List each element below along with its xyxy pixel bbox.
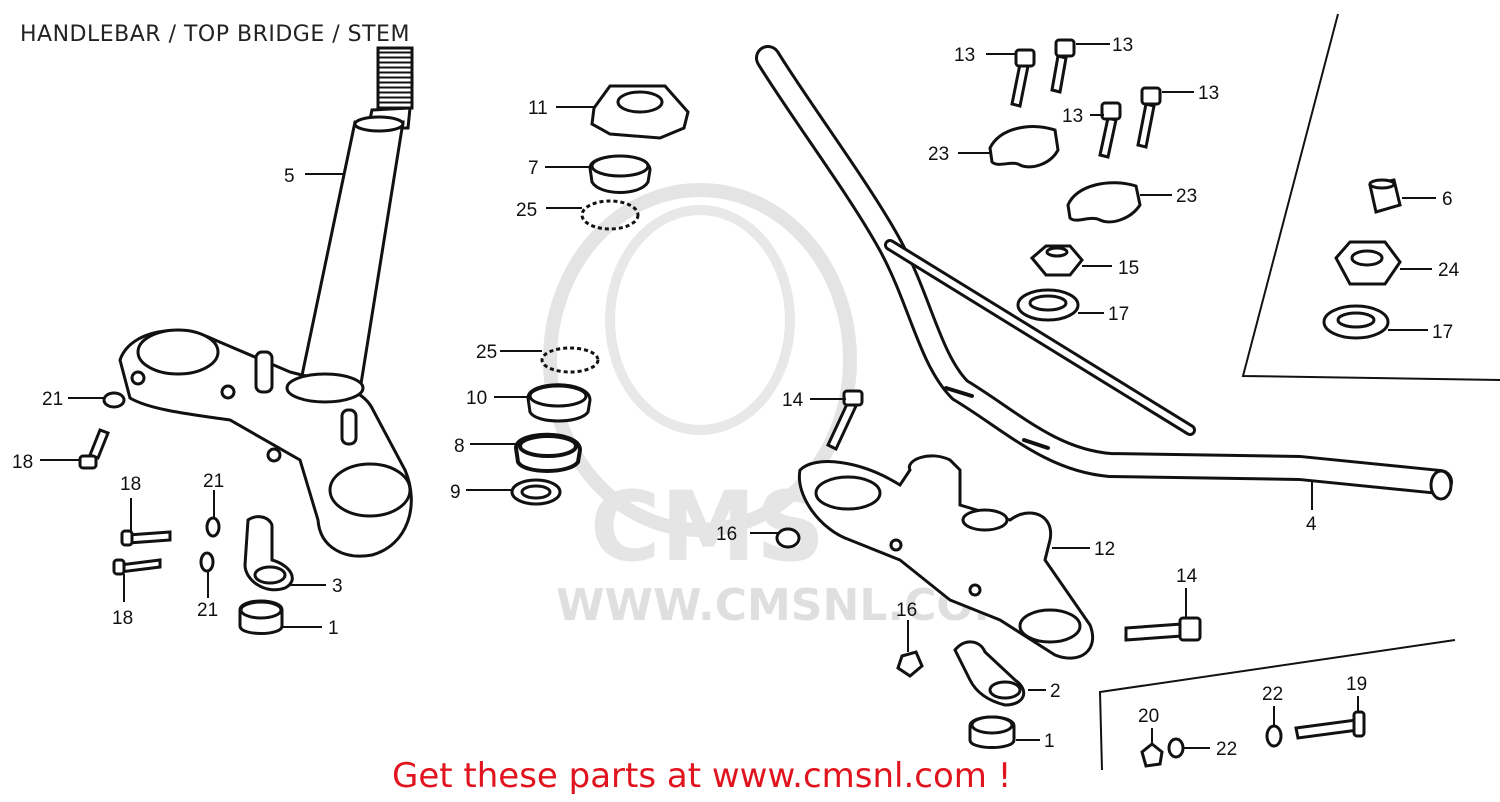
- callout-1-left: 1: [328, 618, 339, 639]
- bearing-race-7: [588, 154, 652, 194]
- nut-16-upper: [775, 527, 801, 549]
- callout-13-b: 13: [1112, 35, 1133, 56]
- callout-20: 20: [1138, 706, 1159, 727]
- washer-22-upper: [1265, 724, 1283, 748]
- callout-16-lower: 16: [896, 600, 917, 621]
- callout-21-bottom: 21: [197, 600, 218, 621]
- callout-5: 5: [284, 166, 295, 187]
- callout-17-center: 17: [1108, 304, 1129, 325]
- cable-guide-3: [243, 515, 294, 592]
- callout-6: 6: [1442, 189, 1453, 210]
- callout-14-side: 14: [1176, 566, 1198, 587]
- nut-16-lower: [896, 650, 924, 678]
- bearing-race-10: [526, 383, 592, 423]
- handlebar-holder-23-lower: [1066, 181, 1142, 224]
- callout-24: 24: [1438, 260, 1460, 281]
- callout-22-lower: 22: [1216, 739, 1237, 760]
- callout-7: 7: [528, 158, 539, 179]
- bolt-14-side: [1124, 616, 1202, 642]
- callout-1-right: 1: [1044, 731, 1055, 752]
- handlebar-holder-23-upper: [988, 125, 1060, 169]
- diagram-title: HANDLEBAR / TOP BRIDGE / STEM: [20, 22, 410, 47]
- washer-17-right: [1322, 304, 1390, 340]
- cap-6: [1368, 178, 1402, 214]
- watermark: CMS WWW.CMSNL.COM: [543, 183, 1018, 631]
- callout-16-upper: 16: [716, 524, 737, 545]
- callout-23-upper: 23: [928, 144, 949, 165]
- bottom-bridge: [118, 328, 413, 558]
- callout-22-upper: 22: [1262, 684, 1283, 705]
- steering-stem: [298, 46, 414, 392]
- callout-9: 9: [450, 482, 461, 503]
- callout-25-bottom: 25: [476, 342, 497, 363]
- callout-14-top: 14: [782, 390, 804, 411]
- callout-18-top: 18: [120, 474, 141, 495]
- washer-22-lower: [1167, 737, 1185, 759]
- callout-4: 4: [1306, 514, 1317, 535]
- callout-18-left: 18: [12, 452, 33, 473]
- callout-11: 11: [528, 98, 548, 119]
- top-bridge-12: [797, 454, 1094, 660]
- bolt-19: [1294, 710, 1366, 740]
- dust-seal-9: [510, 478, 562, 506]
- grommet-1-right: [968, 715, 1016, 749]
- grommet-1-left: [238, 599, 284, 635]
- bolts-18-small: [112, 529, 172, 576]
- callout-8: 8: [454, 436, 465, 457]
- callout-3: 3: [332, 576, 343, 597]
- handlebar-4: [755, 45, 1453, 501]
- nut-24: [1334, 240, 1402, 286]
- callout-labels: 5 11 7 25 25 10 8 9 21 18 18 18 21 21 3 …: [12, 35, 1460, 760]
- ball-ring-25-bottom: [540, 346, 600, 374]
- callout-19: 19: [1346, 674, 1367, 695]
- callout-13-c: 13: [1062, 106, 1083, 127]
- callout-21-top: 21: [203, 471, 224, 492]
- nut-15: [1029, 244, 1084, 277]
- bolts-13: [1010, 38, 1162, 159]
- section-borders: [1098, 13, 1500, 771]
- callout-18-bottom: 18: [112, 608, 133, 629]
- callout-12: 12: [1094, 539, 1115, 560]
- callout-17-right: 17: [1432, 322, 1453, 343]
- washer-17-center: [1016, 288, 1080, 322]
- callout-23-lower: 23: [1176, 186, 1197, 207]
- callout-21-left: 21: [42, 389, 63, 410]
- footer-promo-link[interactable]: Get these parts at www.cmsnl.com !: [392, 756, 1012, 796]
- callout-2: 2: [1050, 681, 1061, 702]
- callout-25-top: 25: [516, 200, 537, 221]
- callout-13-d: 13: [1198, 83, 1219, 104]
- cable-guide-2: [953, 640, 1026, 707]
- nut-21-left: [102, 391, 126, 409]
- leader-lines: [40, 43, 1436, 749]
- ball-ring-25-top: [580, 199, 640, 231]
- stem-nut-11: [590, 84, 690, 140]
- callout-15: 15: [1118, 258, 1139, 279]
- bearing-race-8: [513, 432, 583, 473]
- watermark-logo: CMS: [590, 471, 825, 583]
- bolt-18-left: [78, 428, 110, 470]
- callout-10: 10: [466, 388, 487, 409]
- callout-13-a: 13: [954, 45, 975, 66]
- washers-21: [199, 516, 221, 573]
- bolt-14-top: [826, 389, 864, 452]
- nut-20: [1140, 742, 1164, 768]
